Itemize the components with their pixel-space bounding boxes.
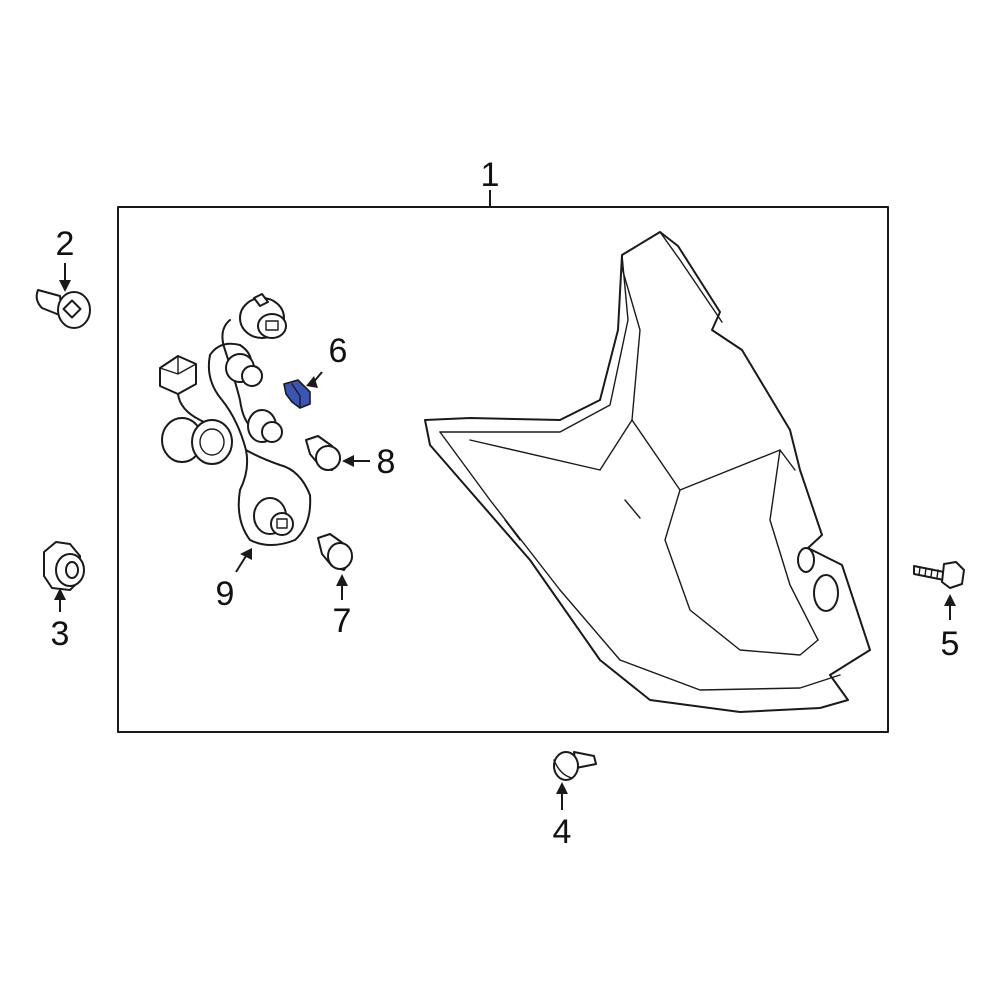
callout-8[interactable]: 8 [377,443,396,481]
grommet[interactable] [43,541,85,591]
callout-6[interactable]: 6 [329,332,348,370]
callout-9[interactable]: 9 [216,575,235,613]
arrow-8 [342,455,354,467]
callout-1[interactable]: 1 [481,156,500,194]
callout-3[interactable]: 3 [51,615,70,653]
wedge-bulb-7[interactable] [317,533,353,571]
arrow-9 [240,548,252,560]
highlighted-bulb[interactable] [283,379,311,409]
push-pin-fastener[interactable] [35,289,91,329]
bulb-6[interactable] [283,379,311,409]
arrow-4 [556,782,568,794]
arrow-6 [306,376,318,388]
tail-lamp-housing[interactable] [424,231,871,713]
callout-4[interactable]: 4 [553,813,572,851]
callout-7[interactable]: 7 [333,602,352,640]
hex-bolt[interactable] [913,561,965,589]
wiring-harness[interactable] [159,293,312,546]
arrow-2 [59,280,71,292]
wedge-bulb-8[interactable] [305,435,341,471]
callout-2[interactable]: 2 [56,225,75,263]
retaining-clip[interactable] [553,751,597,781]
arrow-5 [944,594,956,606]
arrow-7 [336,574,348,586]
assembly-frame [117,206,889,733]
leader-line-9 [235,555,247,573]
callout-5[interactable]: 5 [941,625,960,663]
arrow-3 [54,588,66,600]
